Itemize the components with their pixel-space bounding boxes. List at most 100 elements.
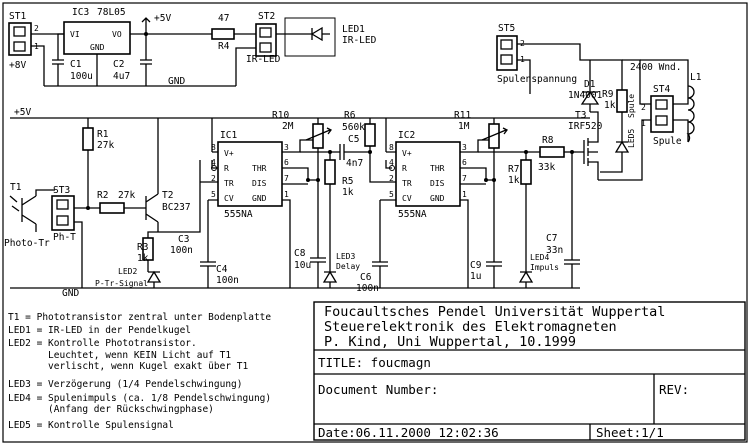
- r3-value: 1k: [137, 253, 149, 264]
- c3-value: 100n: [170, 245, 193, 256]
- st1-label: ST1: [9, 11, 26, 22]
- r8-value: 33k: [538, 162, 555, 173]
- net-plus5v-rail: +5V: [14, 107, 31, 118]
- led1-label: LED1: [342, 24, 365, 35]
- r7-label: R7: [508, 164, 519, 175]
- r4-resistor: [211, 28, 235, 40]
- ic3-gnd: GND: [90, 43, 105, 52]
- svg-text:8: 8: [211, 143, 216, 152]
- ic1-label: IC1: [220, 130, 237, 141]
- ic2-pin-cv: CV: [402, 194, 412, 203]
- ic1-pin-vplus: V+: [224, 149, 234, 158]
- r1-resistor: [82, 127, 94, 151]
- r4-label: R4: [218, 41, 230, 52]
- st3-label: ST3: [53, 185, 70, 196]
- ic2-pin-tr: TR: [402, 179, 412, 188]
- svg-text:3: 3: [462, 143, 467, 152]
- c5-value: 4n7: [346, 158, 363, 169]
- st4-label: ST4: [653, 84, 670, 95]
- t3-value: IRF520: [568, 121, 603, 132]
- c6-label: C6: [360, 272, 372, 283]
- r1-value: 27k: [97, 140, 114, 151]
- svg-text:5: 5: [389, 190, 394, 199]
- ic1-pin-thr: THR: [252, 164, 267, 173]
- legend-line-8: LED5 = Kontrolle Spulensignal: [8, 420, 174, 431]
- st4-value: Spule: [653, 136, 682, 147]
- r6-label: R6: [344, 110, 356, 121]
- power-supply: ST1 +8V 2 1 IC3 78L05 VI VO GND C1 100u …: [8, 7, 377, 87]
- c8-label: C8: [294, 248, 306, 259]
- ic3-value: 78L05: [97, 7, 126, 18]
- led4-label: LED4: [530, 253, 549, 262]
- ic1-body: [217, 141, 283, 207]
- st1-connector: [8, 22, 32, 56]
- r6-value: 560k: [342, 122, 365, 133]
- st3-value: Ph-T: [53, 232, 76, 243]
- ic2-label: IC2: [398, 130, 415, 141]
- c2-value: 4u7: [113, 71, 130, 82]
- r9-label: R9: [602, 89, 614, 100]
- svg-text:1: 1: [641, 119, 646, 128]
- svg-text:5: 5: [211, 190, 216, 199]
- ic2-body: [395, 141, 461, 207]
- r7-resistor: [520, 159, 532, 185]
- legend-line-2: LED2 = Kontrolle Phototransistor.: [8, 338, 197, 349]
- r5-value: 1k: [342, 187, 354, 198]
- sheet-field: Sheet:1/1: [596, 425, 664, 440]
- st5-label: ST5: [498, 23, 515, 34]
- legend-line-5: LED3 = Verzögerung (1/4 Pendelschwingung…: [8, 379, 243, 390]
- led3-label: LED3: [336, 252, 355, 261]
- c1-value: 100u: [70, 71, 93, 82]
- legend-line-0: T1 = Phototransistor zentral unter Boden…: [8, 312, 271, 323]
- pulse-stage: R11 1M C9 1u R7 1k LED4 Impuls R8 33k C7…: [454, 110, 580, 288]
- c4-label: C4: [216, 264, 228, 275]
- led5-label: LED5: [627, 129, 636, 148]
- c9-value: 1u: [470, 271, 481, 282]
- c8-value: 10u: [294, 260, 311, 271]
- title-heading-1: Steuerelektronik des Elektromagneten: [324, 319, 617, 335]
- svg-text:7: 7: [284, 174, 289, 183]
- net-gnd-rail: GND: [62, 288, 79, 299]
- r2-value: 27k: [118, 190, 135, 201]
- st1-value: +8V: [9, 60, 26, 71]
- r1-label: R1: [97, 129, 109, 140]
- ic3-label: IC3: [72, 7, 89, 18]
- r9-value: 1k: [604, 100, 616, 111]
- r9-resistor: [616, 89, 628, 113]
- t1-label: T1: [10, 182, 22, 193]
- ic2-pin-vplus: V+: [402, 149, 412, 158]
- t3-label: T3: [575, 110, 586, 121]
- doc-number-field: Document Number:: [318, 382, 438, 397]
- l1-label: L1: [690, 72, 702, 83]
- r2-label: R2: [97, 190, 108, 201]
- svg-text:2: 2: [641, 103, 646, 112]
- svg-text:1: 1: [284, 190, 289, 199]
- svg-text:3: 3: [284, 143, 289, 152]
- ic3-vo: VO: [112, 30, 122, 39]
- r3-label: R3: [137, 242, 148, 253]
- c9-label: C9: [470, 260, 482, 271]
- led2-label: LED2: [118, 267, 137, 276]
- ic2-value: 555NA: [398, 209, 427, 220]
- ic2-pin-dis: DIS: [430, 179, 445, 188]
- svg-text:6: 6: [284, 158, 289, 167]
- title-block: Foucaultsches Pendel Universität Wuppert…: [313, 301, 746, 441]
- svg-text:2: 2: [211, 174, 216, 183]
- svg-text:4: 4: [211, 158, 216, 167]
- rev-field: REV:: [659, 382, 689, 397]
- led1-value: IR-LED: [342, 35, 377, 46]
- r7-value: 1k: [508, 175, 520, 186]
- ic2-pin-gnd: GND: [430, 194, 445, 203]
- ic1-pin-cv: CV: [224, 194, 234, 203]
- title-heading-0: Foucaultsches Pendel Universität Wuppert…: [324, 304, 665, 320]
- legend: T1 = Phototransistor zentral unter Boden…: [8, 312, 271, 431]
- legend-line-6: LED4 = Spulenimpuls (ca. 1/8 Pendelschwi…: [8, 393, 271, 404]
- ic2-pin-r: R: [402, 164, 407, 173]
- led4-value: Impuls: [530, 263, 559, 272]
- r11-label: R11: [454, 110, 471, 121]
- ic1-pin-r: R: [224, 164, 229, 173]
- ic1-timer: IC1 555NA V+ R TR CV THR DIS GND 8 4 2 5…: [200, 118, 318, 288]
- ic1-pin-gnd: GND: [252, 194, 267, 203]
- r8-resistor: [539, 146, 565, 158]
